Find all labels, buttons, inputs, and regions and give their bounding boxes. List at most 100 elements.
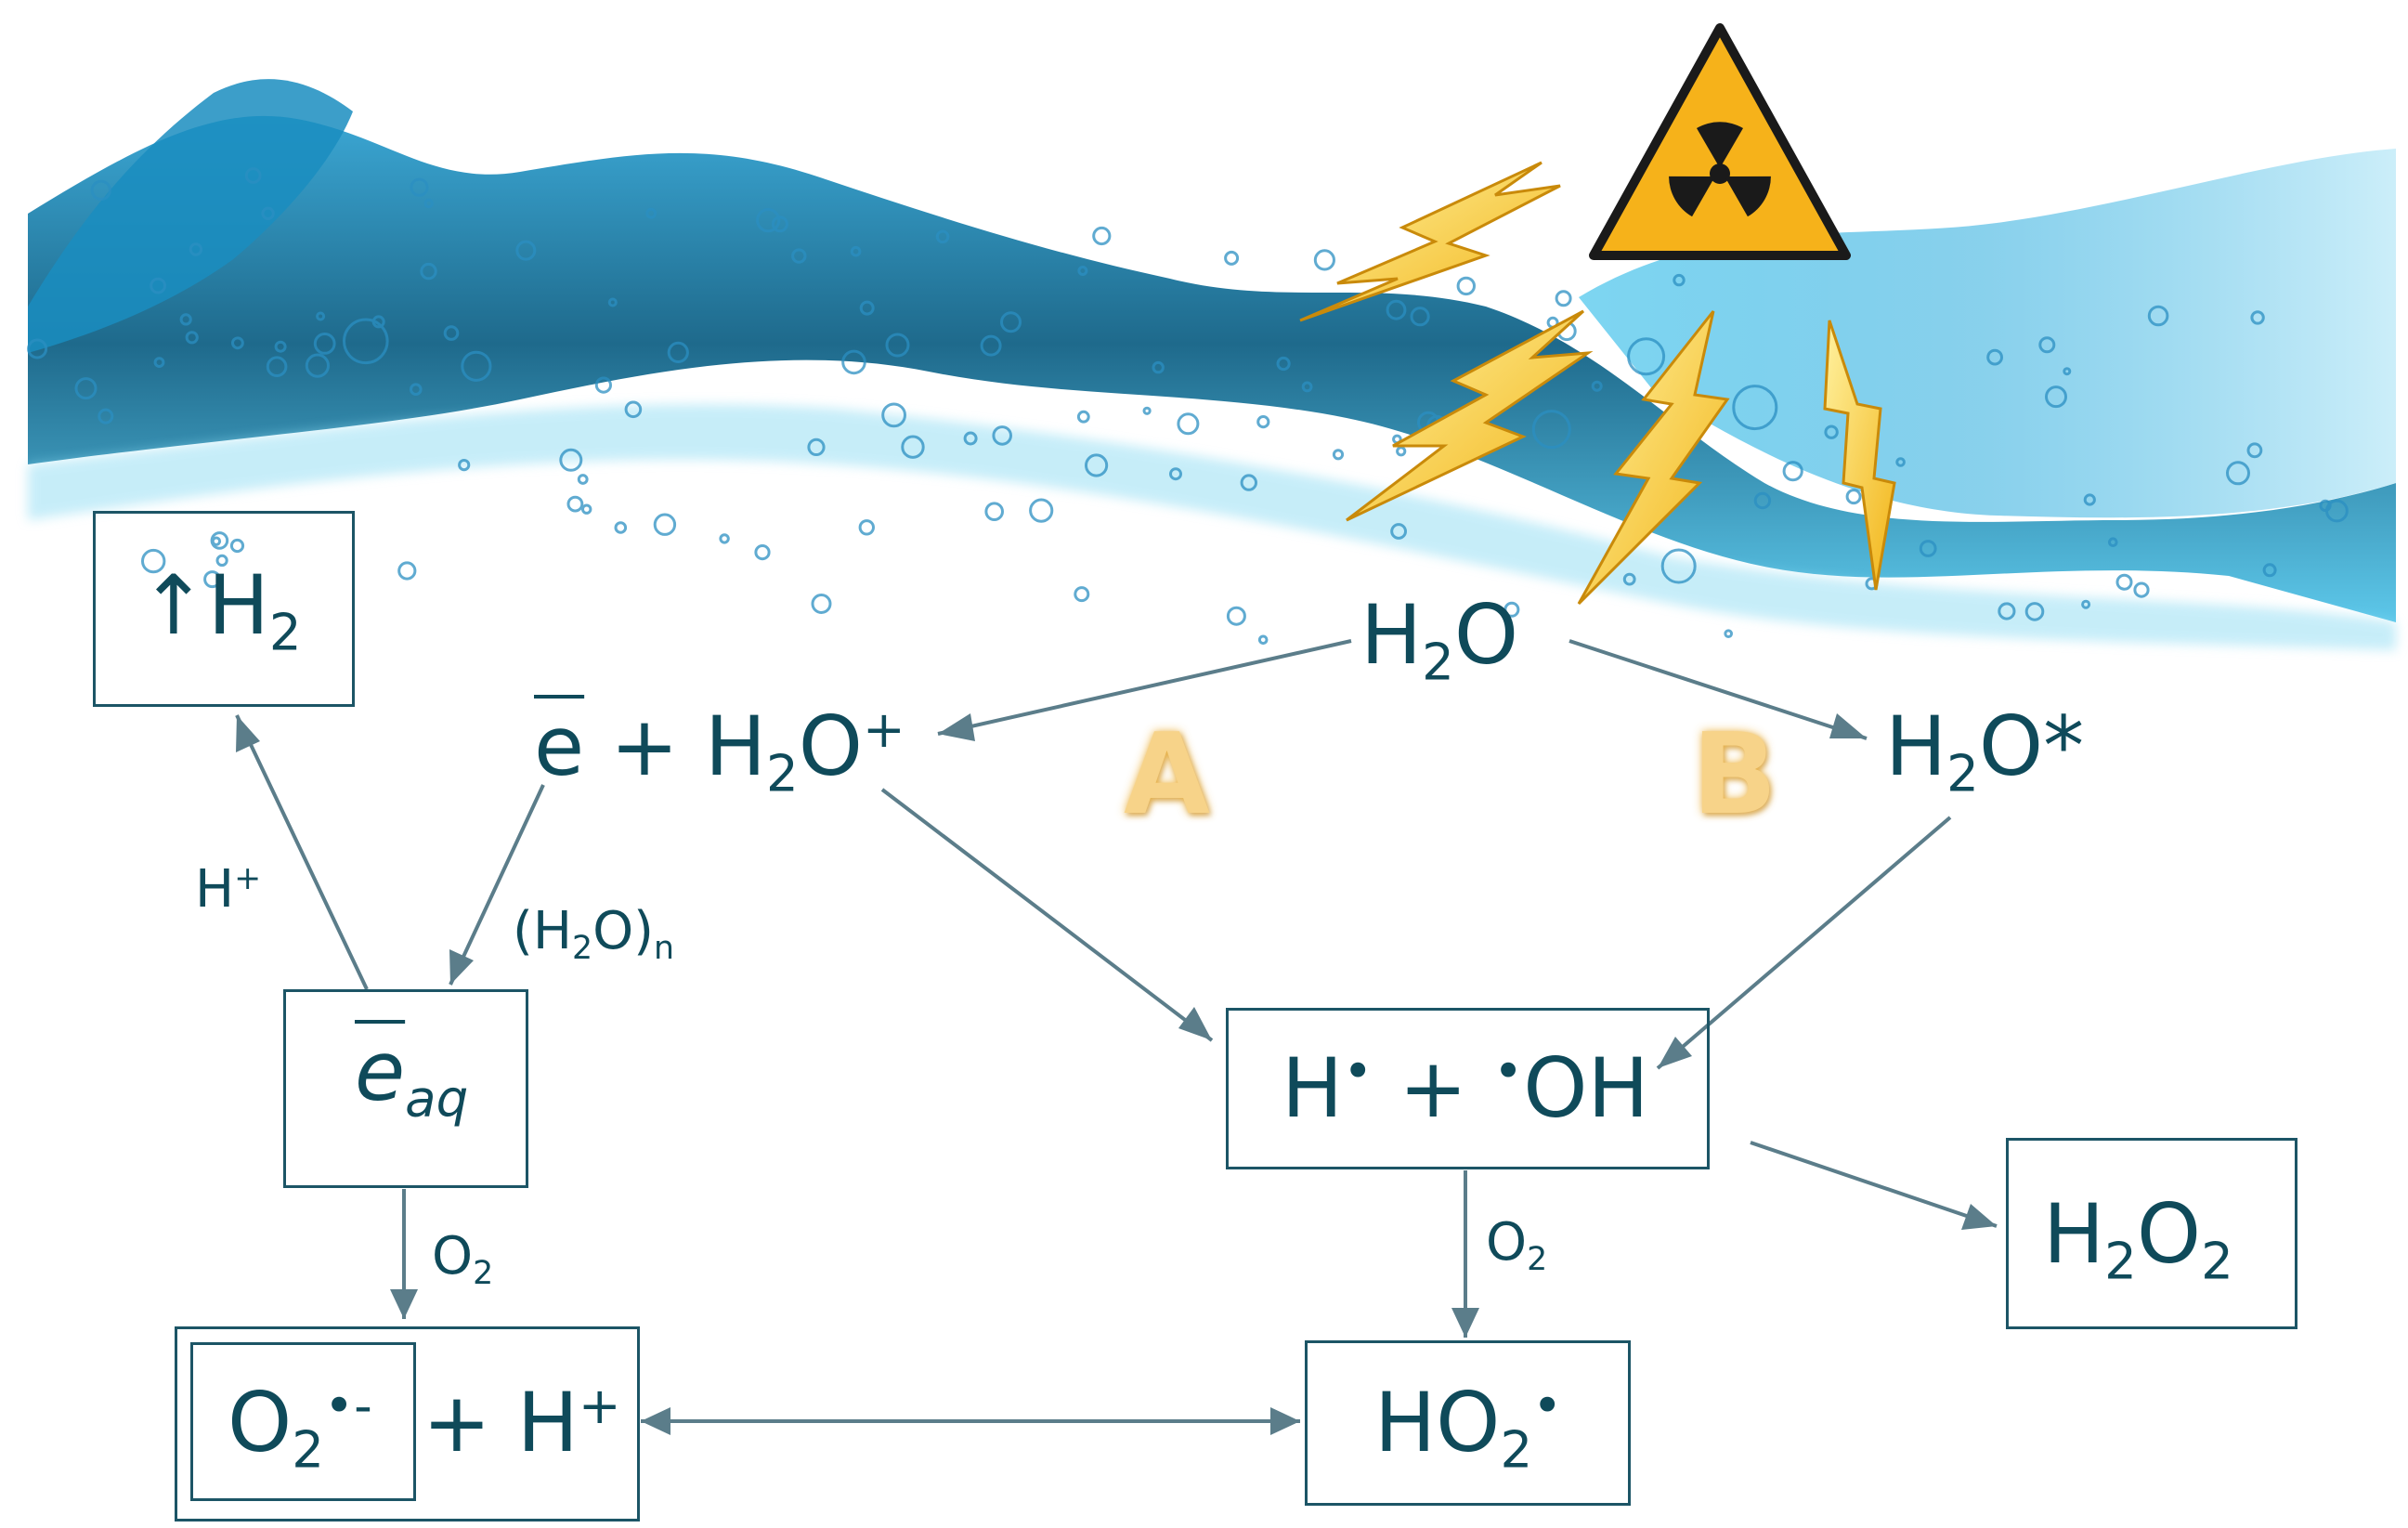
bubble	[153, 357, 165, 369]
bubble	[1895, 457, 1906, 467]
bubble	[98, 408, 114, 424]
bubble	[1224, 250, 1240, 266]
bubble	[1390, 523, 1407, 540]
bubble	[859, 300, 875, 316]
bubble	[305, 353, 330, 378]
bubble	[1627, 337, 1666, 376]
water-molecule-label: H2O	[1360, 587, 1519, 692]
pathway-label-a: A	[1124, 711, 1210, 840]
bubble	[614, 521, 628, 534]
hydrogen-peroxide-box	[2006, 1138, 2297, 1329]
bubble	[1085, 453, 1109, 477]
bubble	[215, 554, 228, 568]
edge-label-oxygen-left: O2	[432, 1226, 494, 1293]
bubble	[2108, 537, 2118, 548]
bubble	[1076, 410, 1090, 424]
bubble	[559, 448, 583, 472]
bubble	[2250, 310, 2265, 325]
bubble	[1240, 474, 1258, 491]
bubble	[607, 297, 618, 307]
bubble	[274, 340, 287, 353]
bubble	[756, 208, 781, 233]
bubble	[2226, 461, 2250, 486]
bubble	[935, 229, 950, 244]
bubble	[2024, 602, 2045, 621]
bubble	[2246, 442, 2263, 459]
superoxide-outer-box	[175, 1326, 640, 1521]
bubble	[811, 594, 832, 614]
bubble	[1142, 406, 1152, 415]
bubble	[581, 503, 592, 515]
superoxide-inner-box	[190, 1342, 416, 1501]
bubble	[2081, 599, 2091, 609]
bubble	[1998, 602, 2016, 620]
bubble	[2262, 563, 2277, 578]
bubble	[645, 207, 657, 219]
bubble	[1919, 540, 1937, 557]
bubble	[1077, 266, 1088, 276]
bubble	[1782, 461, 1803, 482]
bubble	[1673, 273, 1686, 287]
bubble	[624, 400, 643, 419]
bubble	[1332, 449, 1345, 461]
bubble	[1410, 307, 1430, 327]
bubble	[458, 459, 471, 472]
bubble	[1256, 415, 1270, 429]
superoxide-label: O2•-	[228, 1375, 372, 1480]
bubble	[410, 383, 423, 397]
radicals-box	[1226, 1008, 1710, 1169]
bubble	[594, 376, 613, 394]
bubble	[2045, 385, 2067, 409]
bubble	[1724, 629, 1733, 639]
bubble	[2115, 573, 2133, 591]
bubble	[1301, 381, 1313, 393]
hydroperoxyl-box	[1305, 1340, 1631, 1506]
bubble	[2319, 499, 2332, 513]
bubble	[963, 431, 978, 446]
bubble	[1313, 249, 1336, 271]
bubble	[850, 245, 862, 257]
bubble	[807, 438, 826, 456]
bubble	[1152, 360, 1165, 374]
bubble	[316, 311, 326, 321]
hydrated-electron-box	[283, 989, 528, 1188]
bubble	[1845, 489, 1862, 505]
bubble	[2133, 581, 2150, 598]
bubble	[754, 544, 771, 561]
bubble	[27, 338, 48, 359]
bubble	[266, 356, 288, 378]
bubble	[1396, 446, 1407, 457]
bubble	[2083, 493, 2096, 506]
bubble	[858, 519, 875, 536]
bubble	[771, 215, 788, 233]
bubble	[343, 318, 389, 365]
edge-label-proton: H+	[195, 859, 262, 920]
bubble	[141, 548, 166, 574]
excited-water-label: H2O*	[1885, 699, 2085, 803]
bubble	[74, 377, 98, 400]
bubble	[423, 198, 434, 209]
bubble	[901, 435, 925, 459]
edge-label-oxygen-right: O2	[1486, 1212, 1548, 1279]
hydrogen-peroxide-label: H2O2	[2043, 1186, 2233, 1291]
bubble	[150, 277, 167, 294]
bubble	[577, 474, 589, 485]
bubble	[313, 333, 336, 355]
bubble	[1753, 491, 1772, 510]
bubble	[1092, 226, 1112, 246]
bubble	[179, 313, 192, 326]
bubble	[2325, 499, 2349, 523]
bubble	[410, 177, 429, 197]
lightning-bolt-icon	[1299, 161, 1896, 606]
bubble	[1456, 276, 1477, 296]
bubble	[881, 402, 906, 428]
bubble	[1622, 572, 1636, 586]
bubble	[1531, 410, 1571, 450]
bubble	[2063, 367, 2072, 376]
bubble	[992, 425, 1012, 446]
bubble	[229, 538, 245, 554]
bubble	[1169, 467, 1182, 481]
bubble	[885, 333, 910, 358]
